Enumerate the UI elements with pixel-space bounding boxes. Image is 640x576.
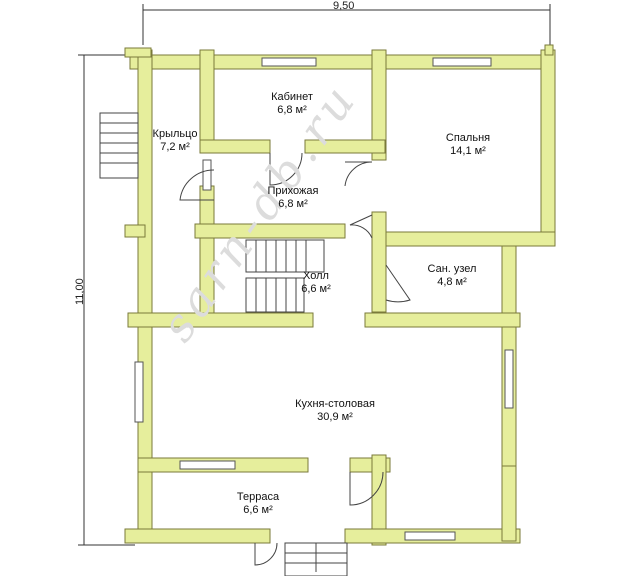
width-dimension-label: 9,50 [333,0,355,12]
room-name: Крыльцо [152,128,198,140]
room-name: Сан. узел [427,263,477,275]
room-label-holl: Холл 6,6 м² [301,270,331,296]
room-label-kuhnya: Кухня-столовая 30,9 м² [295,398,375,424]
room-name: Спальня [445,132,491,144]
room-label-sanuzel: Сан. узел 4,8 м² [428,263,477,289]
room-name: Прихожая [267,185,319,197]
width-dimension-line [142,4,551,45]
stairs-terrace [284,542,348,576]
room-label-spalnya: Спальня 14,1 м² [446,132,490,158]
room-name: Холл [303,270,329,282]
room-area: 6,6 м² [301,283,331,295]
room-name: Кухня-столовая [295,398,375,410]
room-area: 6,8 м² [278,198,308,210]
room-area: 6,6 м² [243,504,273,516]
room-label-terrasa: Терраса 6,6 м² [237,491,279,517]
room-name: Кабинет [271,91,313,103]
room-area: 6,8 м² [277,104,307,116]
stairs-hall [245,239,325,313]
room-label-kabinet: Кабинет 6,8 м² [271,91,313,117]
room-label-krylco: Крыльцо 7,2 м² [153,128,198,154]
stairs-porch [99,112,139,179]
room-label-prihozhaya: Прихожая 6,8 м² [268,185,319,211]
windows [134,57,514,541]
height-dimension-label: 11,00 [74,278,86,305]
room-area: 7,2 м² [160,141,190,153]
room-area: 30,9 м² [317,411,353,423]
room-area: 4,8 м² [437,276,467,288]
doors [179,152,411,566]
room-area: 14,1 м² [450,145,486,157]
room-name: Терраса [236,491,280,503]
